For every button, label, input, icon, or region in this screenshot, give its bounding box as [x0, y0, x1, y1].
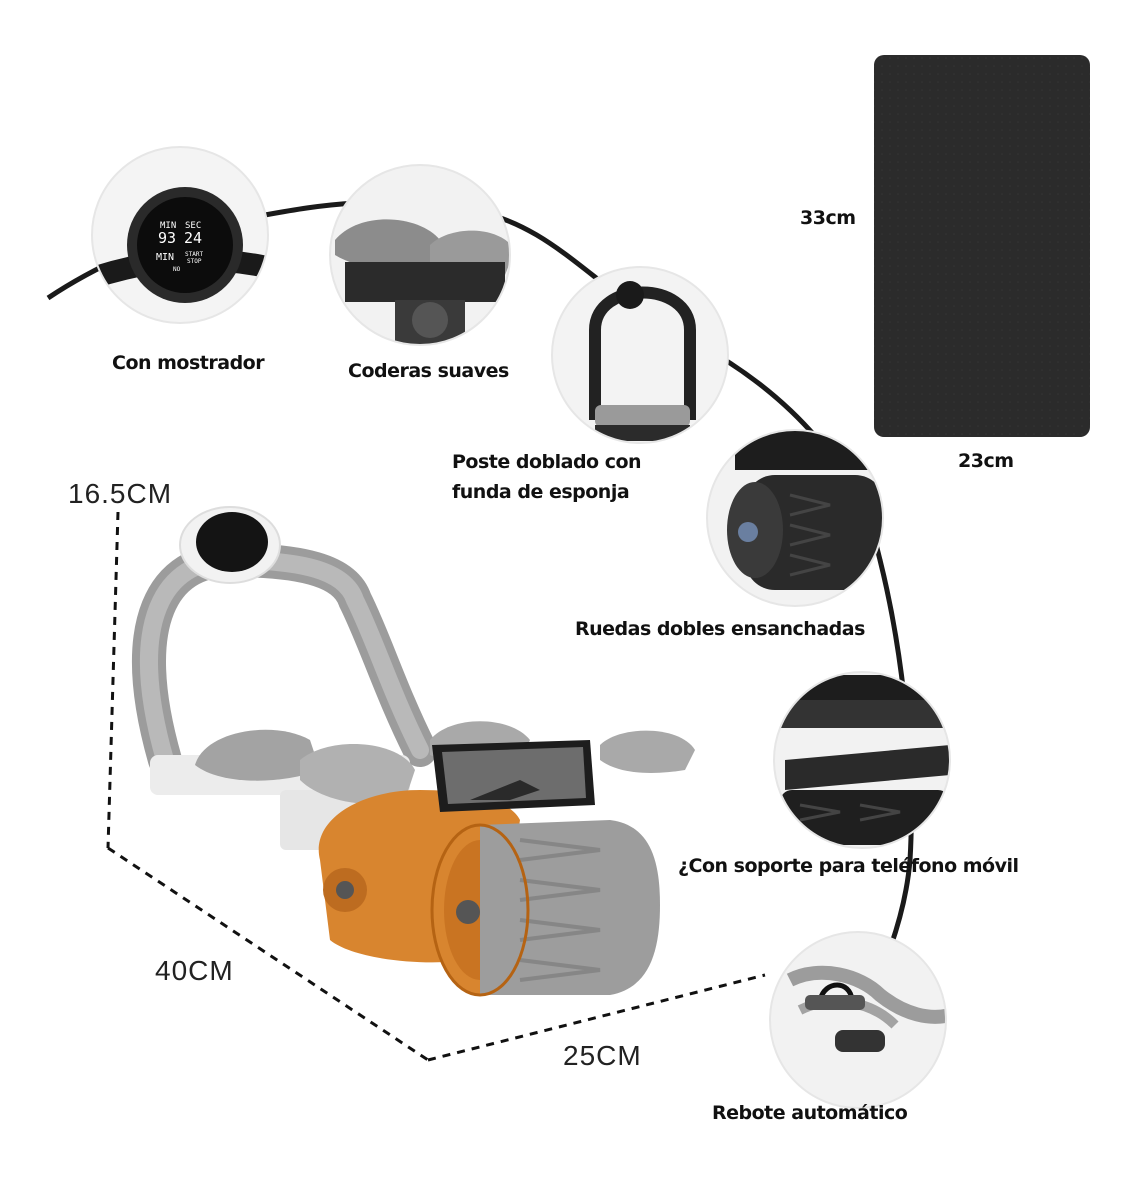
auto-rebound-detail — [770, 932, 946, 1108]
display-min-label: MIN — [160, 221, 176, 231]
label-elbow-pads: Coderas suaves — [348, 360, 509, 382]
elbow-pads-detail — [330, 165, 510, 345]
display-stop-label: STOP — [187, 258, 202, 265]
dimension-height: 16.5CM — [68, 478, 173, 509]
display-sec-label: SEC — [185, 221, 201, 231]
display-minutes: 93 — [158, 229, 176, 247]
display-on-label: NO — [173, 266, 181, 273]
wheels-detail — [707, 430, 883, 606]
label-display: Con mostrador — [112, 352, 265, 374]
mat-width-label: 23cm — [958, 450, 1014, 472]
label-wide-wheels: Ruedas dobles ensanchadas — [575, 618, 865, 640]
dimension-width: 25CM — [563, 1040, 642, 1071]
ab-roller-product — [132, 506, 695, 997]
label-bent-post: Poste doblado con funda de esponja — [452, 447, 642, 507]
display-start-label: START — [185, 251, 203, 258]
dimension-lines — [106, 511, 766, 1062]
dimension-length: 40CM — [155, 955, 234, 986]
label-auto-rebound: Rebote automático — [712, 1102, 908, 1124]
display-seconds: 24 — [184, 229, 202, 247]
mat-height-label: 33cm — [800, 207, 856, 229]
display-unit: MIN — [156, 252, 174, 263]
display-detail — [92, 147, 268, 323]
bent-post-detail — [552, 267, 728, 443]
label-phone-holder: ¿Con soporte para teléfono móvil — [678, 855, 1019, 877]
label-bent-post-line1: Poste doblado con — [452, 451, 642, 473]
phone-holder-detail — [774, 672, 950, 848]
label-bent-post-line2: funda de esponja — [452, 481, 630, 503]
